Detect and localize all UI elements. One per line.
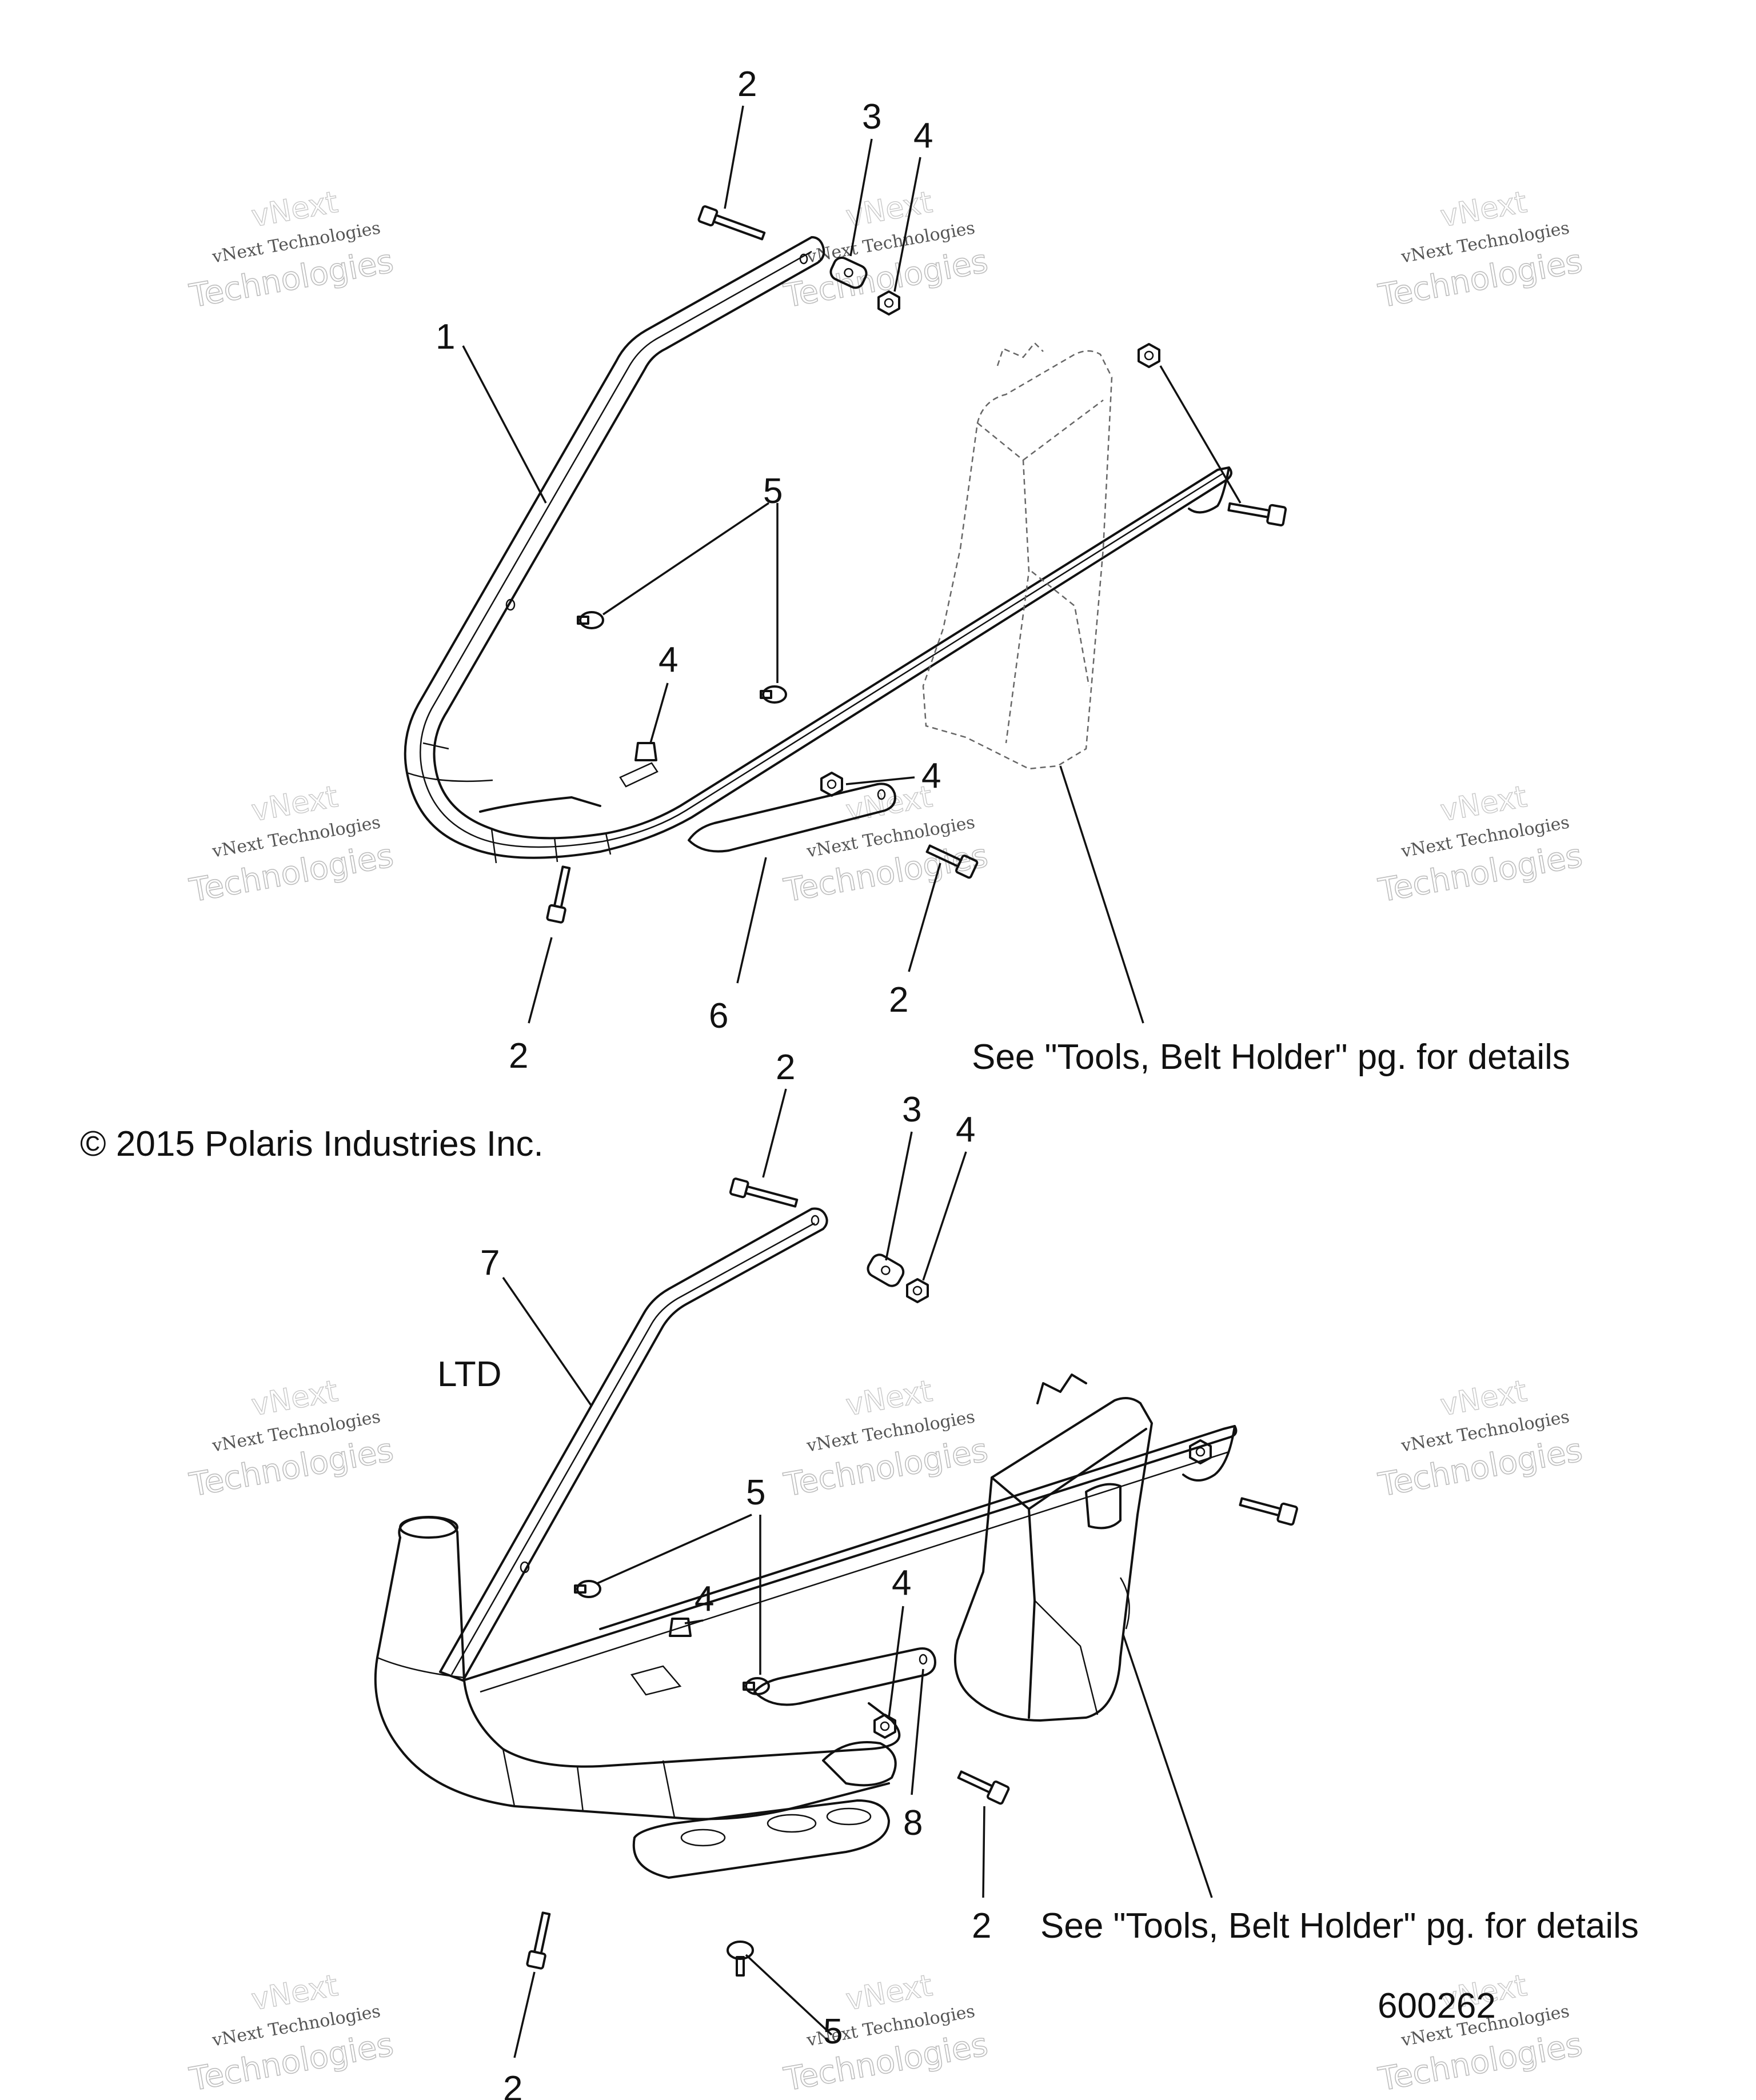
callout-label: 2	[776, 1048, 795, 1087]
watermark: vNext vNext Technologies Technologies	[186, 779, 397, 910]
callout-label: 4	[695, 1579, 714, 1619]
belt-holder-solid	[953, 1374, 1153, 1722]
watermark: vNext vNext Technologies Technologies	[781, 185, 991, 316]
callout-label: 3	[902, 1090, 921, 1129]
callout-label: 4	[913, 116, 933, 155]
watermark: vNext vNext Technologies Technologies	[186, 185, 397, 316]
watermark: vNext vNext Technologies Technologies	[781, 1968, 991, 2099]
watermark: vNext vNext Technologies Technologies	[186, 1374, 397, 1504]
nut-icon	[1189, 1439, 1212, 1464]
bumper-tube-part-7	[374, 1207, 1238, 1879]
callout-label: 6	[709, 996, 728, 1036]
top-assembly: 2 3 4 1 5 4 4 2 6 2 See "Tools, Belt Hol…	[404, 65, 1570, 1077]
callout-label: 5	[763, 472, 783, 511]
bolt-icon	[1239, 1497, 1298, 1526]
callout-label: 2	[889, 980, 908, 1020]
callout-label: 4	[956, 1110, 975, 1149]
fasteners-bottom	[526, 1177, 1298, 1977]
rivet-icon	[760, 685, 787, 704]
fasteners-top	[546, 205, 1287, 924]
bumper-tube-part-1	[404, 236, 1232, 864]
bottom-assembly: 2 3 4 7 5 4 4 8 2 2 5 LTD See "Tools, Be…	[374, 1048, 1639, 2100]
clip-nut-icon	[669, 1618, 692, 1637]
rivet-icon	[743, 1677, 770, 1695]
watermark: vNext vNext Technologies Technologies	[781, 1374, 991, 1504]
watermark: vNext vNext Technologies Technologies	[781, 779, 991, 910]
diagram-number: 600262	[1378, 1986, 1496, 2026]
nut-icon	[820, 772, 843, 797]
watermark: vNext vNext Technologies Technologies	[186, 1968, 397, 2099]
callout-label: 2	[509, 1036, 528, 1076]
clip-nut-icon	[634, 742, 657, 761]
callout-label: 4	[658, 640, 678, 680]
rivet-icon	[577, 611, 604, 629]
belt-holder-dashed	[922, 342, 1113, 770]
plate-icon	[829, 256, 868, 289]
bolt-icon	[729, 1177, 799, 1208]
bolt-icon	[546, 865, 571, 924]
plate-icon	[867, 1253, 905, 1287]
callout-label: 2	[737, 65, 757, 104]
mount-bracket-part-8	[630, 1647, 936, 1787]
belt-holder-note-bottom: See "Tools, Belt Holder" pg. for details	[1040, 1906, 1639, 1946]
watermark: vNext vNext Technologies Technologies	[1375, 779, 1586, 910]
callout-label: 7	[480, 1243, 500, 1283]
bolt-icon	[925, 844, 979, 879]
callout-label: 4	[921, 756, 941, 796]
belt-holder-note-top: See "Tools, Belt Holder" pg. for details	[972, 1037, 1570, 1077]
watermark: vNext vNext Technologies Technologies	[1375, 1374, 1586, 1504]
leaders-bottom	[502, 1088, 1213, 2058]
nut-icon	[873, 1714, 896, 1739]
callout-label: 1	[436, 317, 455, 357]
callout-label: 2	[972, 1906, 991, 1946]
mount-bracket-part-6	[479, 762, 896, 853]
callouts-bottom: 2 3 4 7 5 4 4 8 2 2 5	[480, 1048, 991, 2100]
callout-label: 5	[823, 2012, 843, 2051]
callout-label: 4	[892, 1563, 911, 1603]
callout-label: 8	[903, 1803, 923, 1843]
bolt-icon	[1227, 502, 1287, 526]
copyright-notice: © 2015 Polaris Industries Inc.	[80, 1124, 544, 1164]
nut-icon	[877, 290, 900, 316]
callouts-top: 2 3 4 1 5 4 4 2 6 2	[436, 65, 941, 1076]
rivet-icon	[727, 1941, 754, 1977]
bolt-icon	[957, 1770, 1010, 1805]
bolt-icon	[526, 1911, 551, 1970]
watermark: vNext vNext Technologies Technologies	[1375, 1968, 1586, 2099]
nut-icon	[906, 1278, 929, 1303]
callout-label: 2	[503, 2069, 522, 2100]
callout-label: 5	[746, 1473, 765, 1512]
nut-icon	[1138, 343, 1160, 368]
rivet-icon	[574, 1580, 601, 1598]
watermark: vNext vNext Technologies Technologies	[1375, 185, 1586, 316]
leaders-top	[462, 105, 1242, 1024]
variant-label: LTD	[437, 1355, 502, 1394]
bolt-icon	[697, 205, 766, 241]
callout-label: 3	[862, 97, 881, 137]
